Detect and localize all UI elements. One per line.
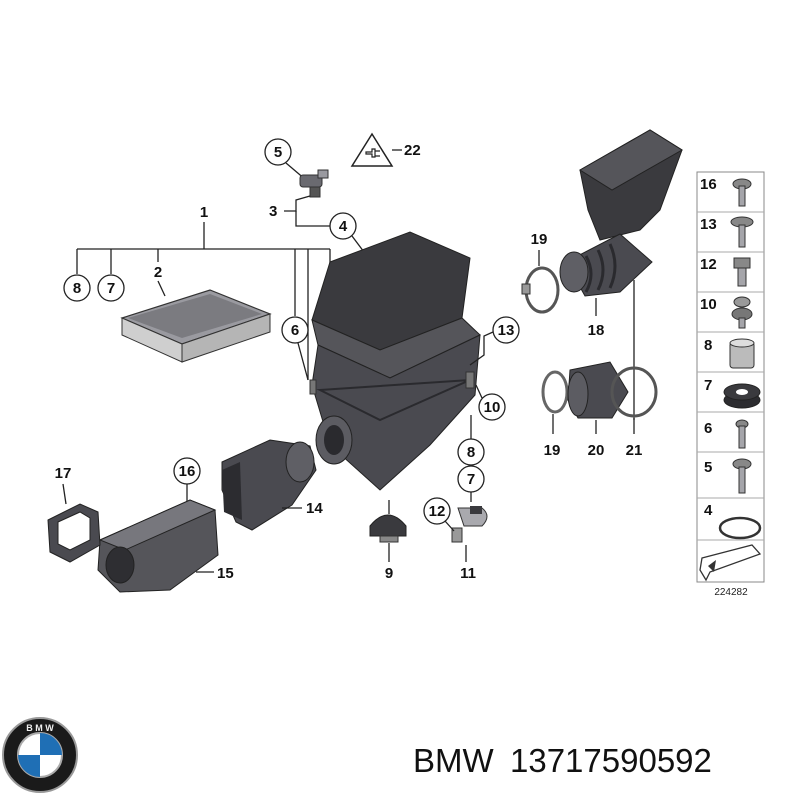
svg-text:B M W: B M W [26, 723, 54, 733]
hose-clamp-right-part [610, 366, 658, 418]
callout-19-lower: 19 [544, 442, 561, 459]
side-parts-panel [696, 171, 765, 583]
callout-circle-13 [492, 316, 520, 344]
part-number: 13717590592 [510, 742, 712, 779]
side-item-8: 8 [704, 337, 712, 354]
callout-circle-12 [423, 497, 451, 525]
direction-arrow-icon [699, 544, 762, 582]
bracket-clip-part [451, 506, 488, 543]
side-item-4: 4 [704, 502, 713, 519]
callout-14: 14 [306, 500, 323, 517]
rubber-mount-part [369, 514, 407, 543]
callout-17: 17 [55, 465, 72, 482]
diagram-number: 224282 [714, 587, 748, 598]
screw-5-icon [732, 458, 752, 494]
o-ring-4-icon [718, 516, 762, 540]
intake-scoop-part [97, 499, 219, 593]
callout-10: 10 [484, 399, 501, 416]
callout-7-lower: 7 [467, 471, 475, 488]
adapter-hose-part [567, 361, 629, 419]
callout-6: 6 [291, 322, 299, 339]
air-filter-part [120, 289, 272, 363]
callout-circle-7 [97, 274, 125, 302]
callout-15: 15 [217, 565, 234, 582]
brand-name: BMW [413, 742, 495, 779]
side-item-10: 10 [700, 296, 717, 313]
callout-2: 2 [154, 264, 162, 281]
side-item-5: 5 [704, 459, 712, 476]
callout-7: 7 [107, 280, 115, 297]
screw-6-icon [735, 419, 749, 449]
callout-8: 8 [73, 280, 81, 297]
callout-9: 9 [385, 565, 393, 582]
callout-circle-5 [264, 138, 292, 166]
hose-clamp-lower-part [541, 370, 569, 414]
nut-12-icon [733, 257, 751, 287]
callout-19: 19 [531, 231, 548, 248]
callout-circle-6 [281, 316, 309, 344]
air-duct-part [221, 439, 317, 531]
callout-20: 20 [588, 442, 605, 459]
side-item-16: 16 [700, 176, 717, 193]
warning-triangle-icon [350, 132, 394, 167]
side-item-6: 6 [704, 420, 712, 437]
callout-18: 18 [588, 322, 605, 339]
seal-frame-part [47, 503, 101, 563]
callout-1: 1 [200, 204, 208, 221]
side-item-13: 13 [700, 216, 717, 233]
callout-circle-8 [63, 274, 91, 302]
air-box-housing-part [309, 231, 481, 491]
callout-5: 5 [274, 144, 282, 161]
side-item-7: 7 [704, 377, 712, 394]
side-item-12: 12 [700, 256, 717, 273]
callout-11: 11 [460, 565, 476, 582]
callout-12: 12 [429, 503, 446, 520]
sensor-part [299, 169, 329, 198]
intake-snorkel-part [579, 129, 683, 241]
screw-16-icon [732, 178, 752, 207]
callout-circle-4 [329, 212, 357, 240]
hose-clamp-part [521, 266, 560, 314]
callout-16: 16 [179, 463, 196, 480]
callout-3: 3 [269, 203, 277, 220]
sleeve-8-icon [729, 338, 755, 369]
rubber-ring-7-icon [723, 383, 761, 409]
grommet-10-icon [731, 296, 753, 329]
bmw-logo-icon: B M W [2, 717, 78, 793]
callout-21: 21 [626, 442, 643, 459]
callout-22: 22 [404, 142, 421, 159]
bellows-hose-part [559, 233, 653, 297]
callout-8-lower: 8 [467, 444, 475, 461]
callout-4: 4 [339, 218, 348, 235]
screw-13-icon [730, 216, 754, 248]
callout-13: 13 [498, 322, 515, 339]
callout-circle-10 [478, 393, 506, 421]
